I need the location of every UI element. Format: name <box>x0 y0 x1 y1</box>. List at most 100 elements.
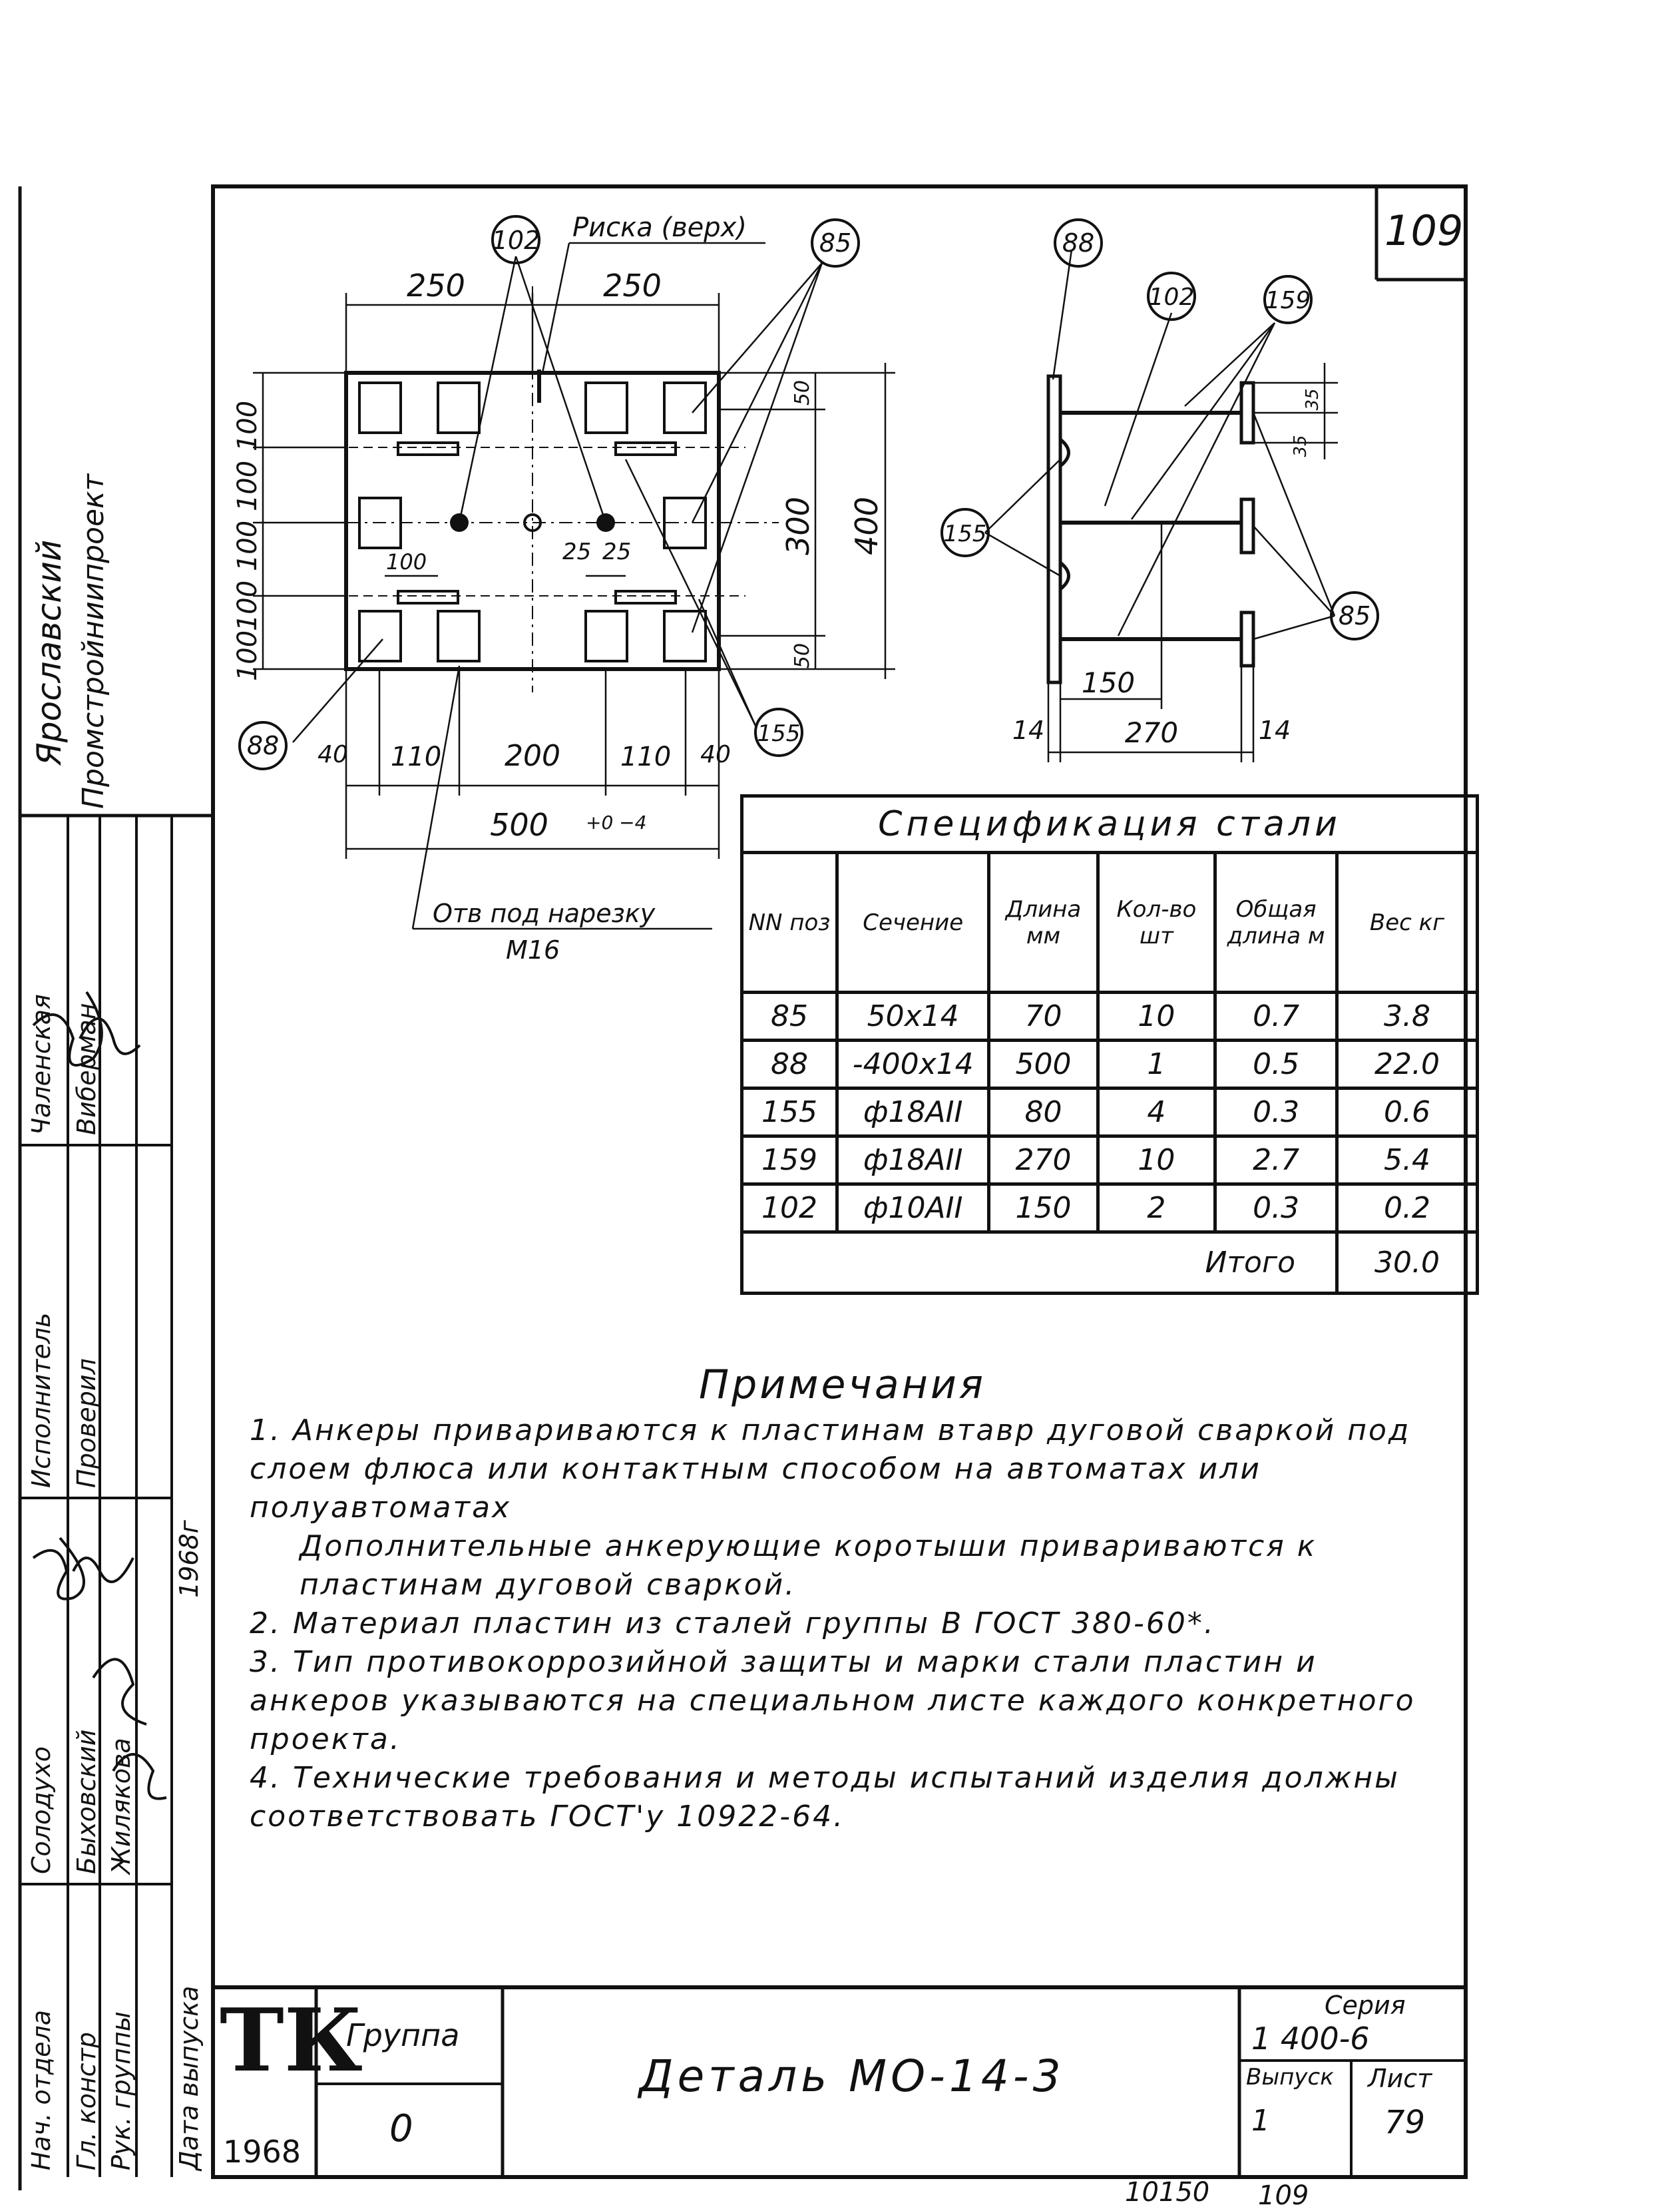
group-value: 0 <box>389 2107 413 2150</box>
table-cell: 0.7 <box>1213 991 1339 1042</box>
dim-left-3: 100 <box>232 521 263 571</box>
footer-left: 10150 <box>1125 2177 1210 2208</box>
table-cell: -400x14 <box>835 1039 991 1090</box>
table-cell: 0.3 <box>1213 1087 1339 1138</box>
table-row: 85 50x14 70 10 0.7 3.8 <box>740 991 1479 1042</box>
stamp-role: Рук. группы <box>106 2011 136 2170</box>
dim-bottom-200: 200 <box>505 739 560 773</box>
side-dim-14a: 14 <box>1012 716 1044 745</box>
dim-top-1: 250 <box>407 268 465 304</box>
dim-left-2: 100 <box>232 461 263 511</box>
side-dim-35a: 35 <box>1303 388 1323 410</box>
dim-left-1: 100 <box>232 401 263 451</box>
org-name-2: Промстройниипроект <box>77 473 110 809</box>
stamp-date: 1968г <box>174 1520 204 1598</box>
table-cell: 0.3 <box>1213 1182 1339 1234</box>
table-cell: 2 <box>1096 1182 1217 1234</box>
table-cell: 2.7 <box>1213 1134 1339 1186</box>
note-item: 1. Анкеры привариваются к пластинам втав… <box>250 1413 1411 1525</box>
note-item: 2. Материал пластин из сталей группы В Г… <box>250 1606 1215 1640</box>
table-cell: 0.2 <box>1335 1182 1479 1234</box>
dim-bottom-110b: 110 <box>620 742 671 772</box>
hole-label: Отв под нарезку <box>433 899 656 928</box>
dim-overall-tol: +0 −4 <box>586 812 646 834</box>
table-cell: 70 <box>987 991 1100 1042</box>
series-label: Серия <box>1325 1991 1406 2020</box>
hole-thread: M16 <box>506 935 560 965</box>
spec-header: Сечение <box>835 851 991 994</box>
stamp-role: Нач. отдела <box>27 2009 56 2170</box>
callout-88: 88 <box>247 731 279 760</box>
dim-bottom-110a: 110 <box>391 742 441 772</box>
table-cell: 88 <box>740 1039 839 1090</box>
spec-table: Спецификация стали NN поз Сечение Длина … <box>739 794 1479 1295</box>
side-dim-14b: 14 <box>1259 716 1291 745</box>
table-cell: 22.0 <box>1335 1039 1479 1090</box>
signature-marks <box>32 991 167 1800</box>
table-row: 159 ф18АII 270 10 2.7 5.4 <box>740 1134 1479 1186</box>
group-label: Группа <box>346 2017 460 2053</box>
dim-overall-500: 500 <box>490 807 548 843</box>
table-cell: 5.4 <box>1335 1134 1479 1186</box>
side-callout-102: 102 <box>1149 284 1195 311</box>
table-cell: 80 <box>987 1087 1100 1138</box>
spec-total-value: 30.0 <box>1335 1230 1479 1295</box>
dim-25a: 25 <box>562 539 591 565</box>
table-cell: ф18АII <box>835 1134 991 1186</box>
logo: ТК <box>220 1989 363 2091</box>
stamp-role: Дата выпуска <box>174 1985 204 2170</box>
table-cell: 10 <box>1096 991 1217 1042</box>
table-cell: 500 <box>987 1039 1100 1090</box>
sheet-number: 109 <box>1384 206 1464 255</box>
detail-title: Деталь МО-14-3 <box>639 2051 1065 2102</box>
issue-label: Выпуск <box>1246 2064 1334 2090</box>
dim-left-4: 100 <box>232 581 263 631</box>
table-cell: ф10АII <box>835 1182 991 1234</box>
riska-label: Риска (верх) <box>572 212 747 243</box>
spec-total-label: Итого <box>739 1230 1339 1295</box>
side-callout-159: 159 <box>1265 287 1311 314</box>
stamp-role: Гл. констр <box>72 2032 101 2170</box>
side-dim-150: 150 <box>1082 666 1135 699</box>
side-dim-270: 270 <box>1125 716 1178 749</box>
table-cell: 102 <box>740 1182 839 1234</box>
note-item: 3. Тип противокоррозийной защиты и марки… <box>250 1645 1416 1756</box>
side-dim-35b: 35 <box>1291 435 1311 457</box>
side-callout-155: 155 <box>944 521 987 547</box>
dim-top-2: 250 <box>603 268 662 304</box>
spec-header: NN поз <box>740 851 839 994</box>
dim-inner-100: 100 <box>386 549 427 575</box>
table-cell: 10 <box>1096 1134 1217 1186</box>
table-cell: 0.5 <box>1213 1039 1339 1090</box>
footer-right: 109 <box>1258 2180 1309 2211</box>
sheet-value: 79 <box>1384 2104 1426 2141</box>
spec-header: Вес кг <box>1335 851 1479 994</box>
dim-left-5: 100 <box>232 630 263 681</box>
table-cell: ф18АII <box>835 1087 991 1138</box>
issue-value: 1 <box>1251 2104 1270 2138</box>
series-value: 1 400-6 <box>1251 2021 1370 2057</box>
dim-bottom-40b: 40 <box>700 741 731 768</box>
table-cell: 1 <box>1096 1039 1217 1090</box>
table-row: 102 ф10АII 150 2 0.3 0.2 <box>740 1182 1479 1234</box>
spec-header: Общая длина м <box>1213 851 1339 994</box>
note-item: Дополнительные анкерующие коротыши прива… <box>300 1529 1317 1602</box>
table-row: 155 ф18АII 80 4 0.3 0.6 <box>740 1087 1479 1138</box>
notes-title: Примечания <box>699 1361 986 1408</box>
dim-bottom-40a: 40 <box>317 741 348 768</box>
table-cell: 270 <box>987 1134 1100 1186</box>
dim-right-50a: 50 <box>791 380 814 405</box>
spec-title: Спецификация стали <box>740 794 1479 854</box>
callout-85: 85 <box>819 228 851 258</box>
table-cell: 3.8 <box>1335 991 1479 1042</box>
dim-right-300: 300 <box>780 497 816 555</box>
spec-header: Кол-во шт <box>1096 851 1217 994</box>
logo-year: 1968 <box>223 2134 302 2170</box>
spec-header: Длина мм <box>987 851 1100 994</box>
callout-102: 102 <box>492 226 540 255</box>
table-cell: 4 <box>1096 1087 1217 1138</box>
table-cell: 0.6 <box>1335 1087 1479 1138</box>
org-name-1: Ярославский <box>30 539 69 766</box>
sheet-label: Лист <box>1368 2064 1432 2093</box>
